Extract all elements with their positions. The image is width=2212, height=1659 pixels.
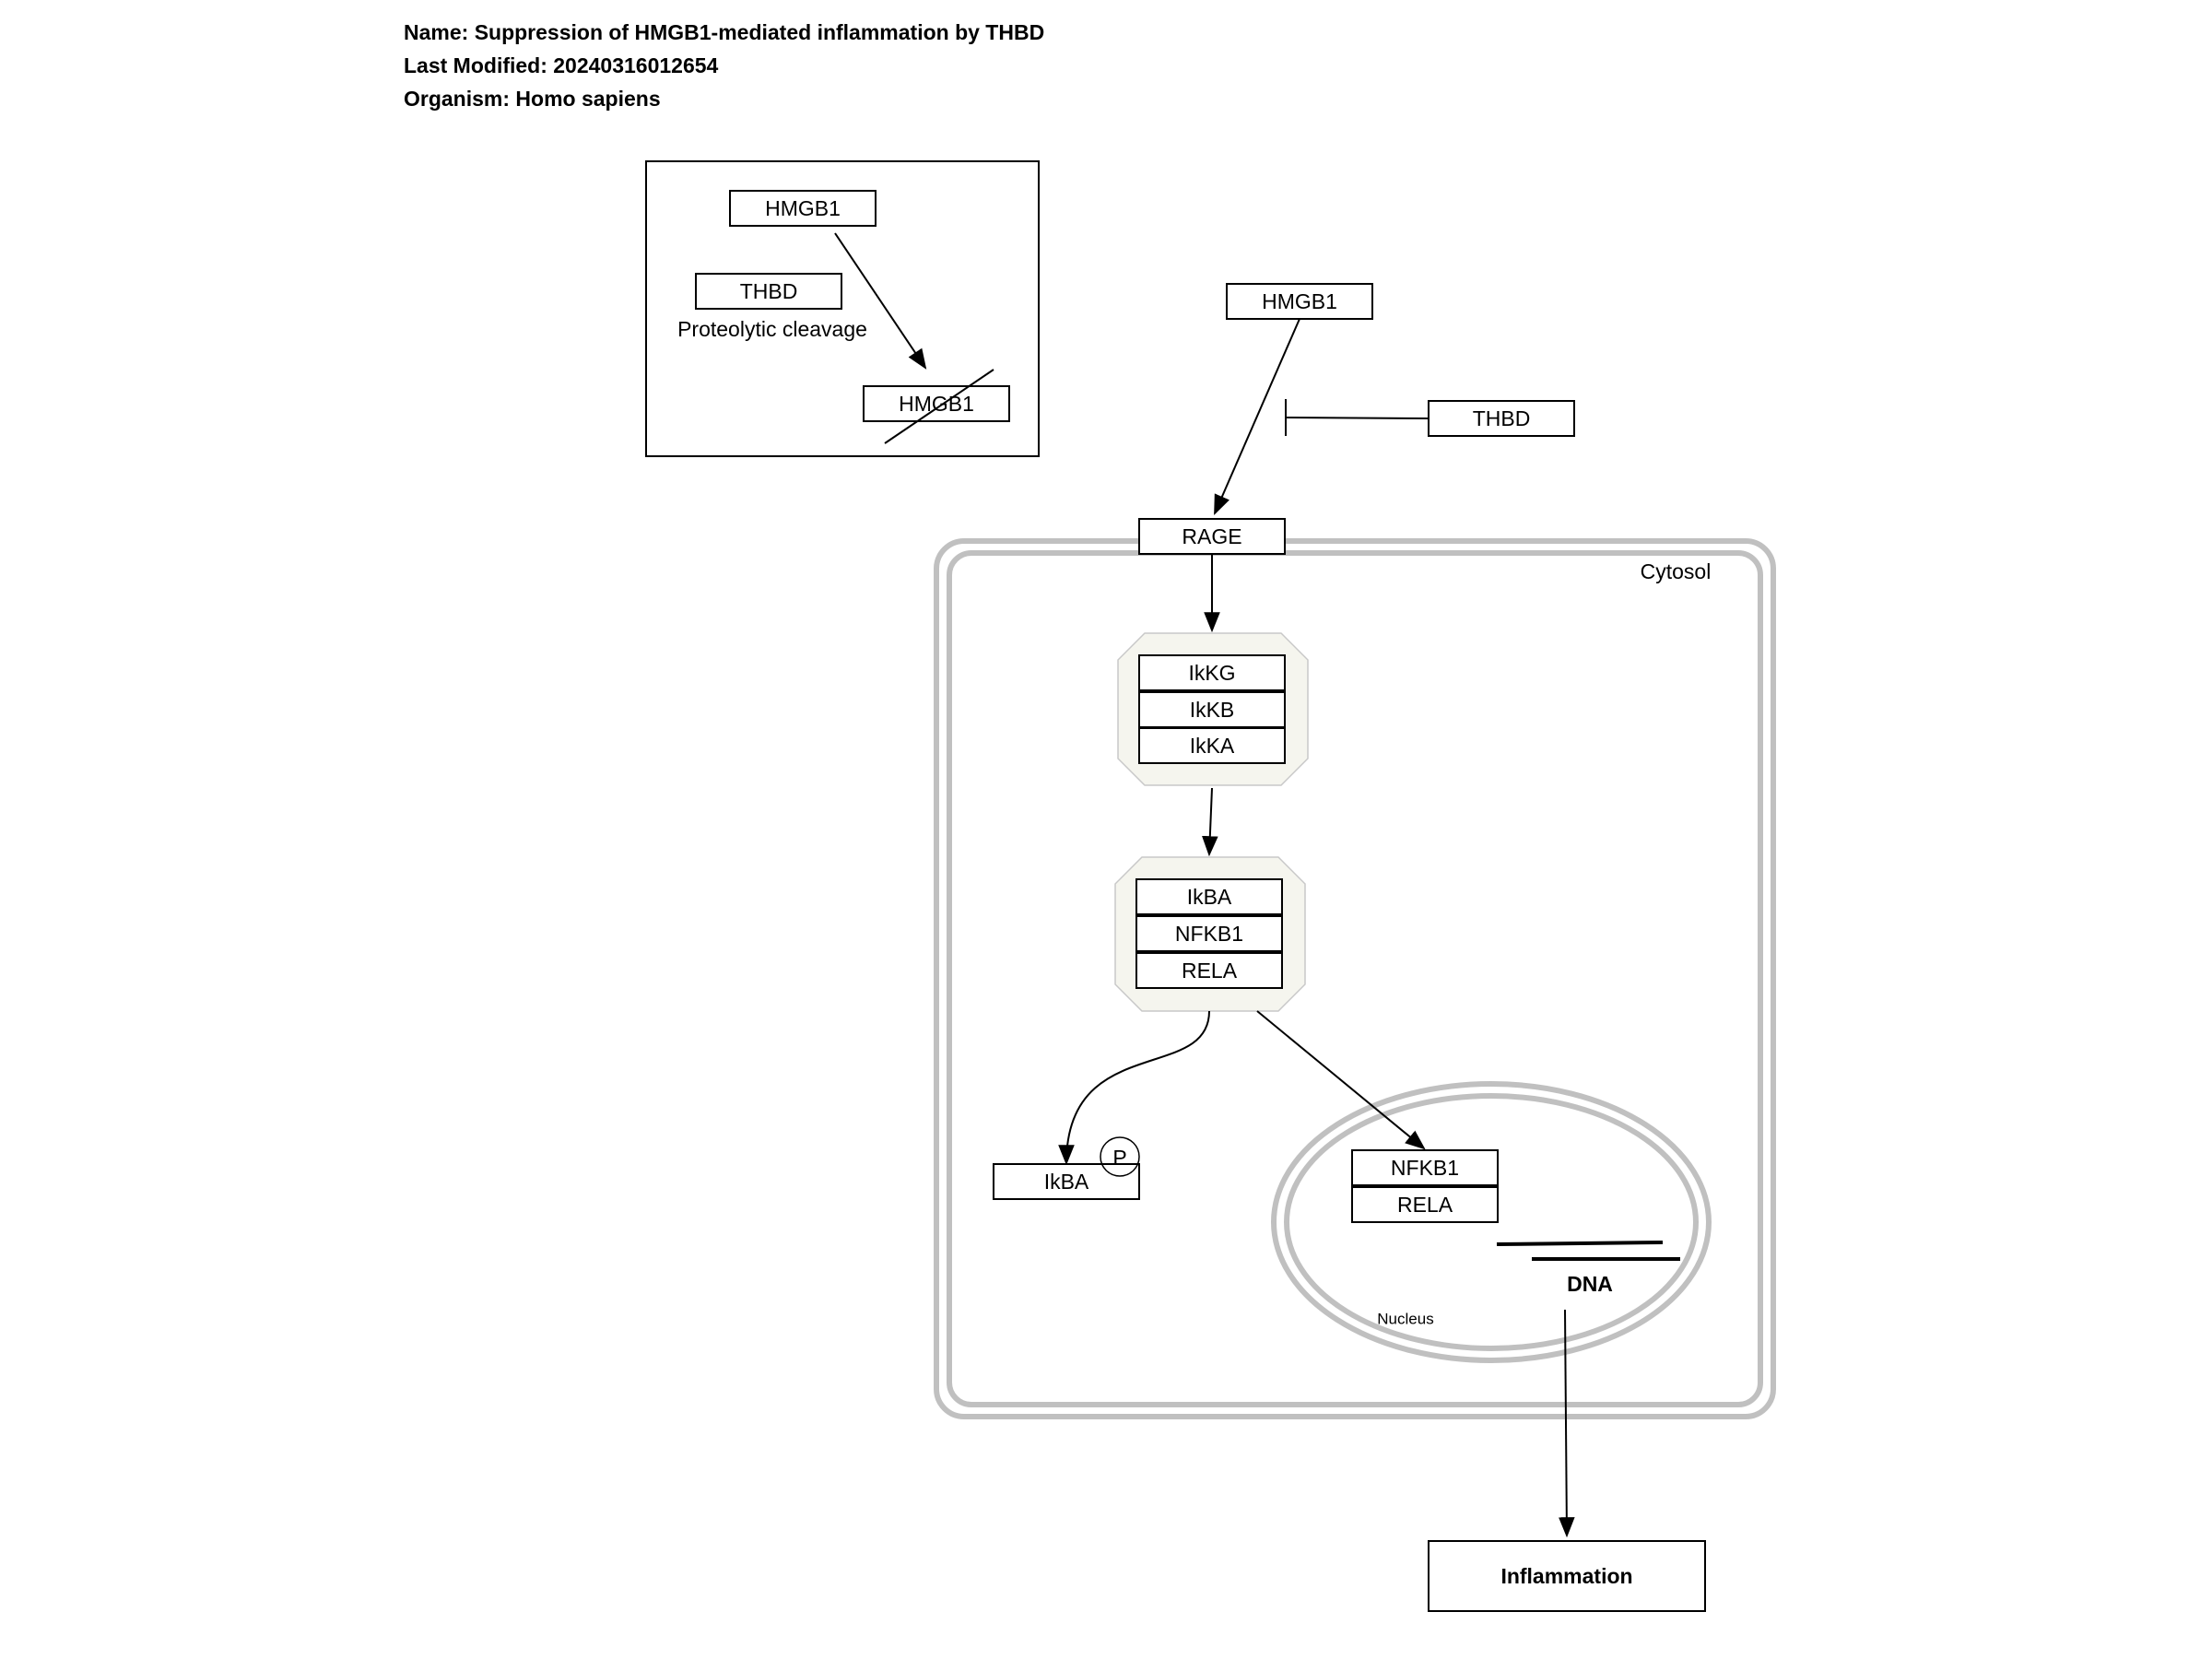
thbd-inhibition-line — [1285, 399, 1430, 436]
phosphorylation-site: P — [1100, 1136, 1140, 1177]
ikkb-label: IkKB — [1190, 698, 1235, 722]
inflammation-node[interactable]: Inflammation — [1428, 1540, 1706, 1612]
dna-to-inflammation-arrow — [1559, 1309, 1575, 1538]
legend-thbd-node[interactable]: THBD — [695, 273, 842, 310]
strike-through-line — [884, 369, 994, 444]
hmgb1-to-rage-arrow — [1214, 318, 1300, 516]
phospho-label: P — [1112, 1146, 1126, 1170]
ikka-label: IkKA — [1190, 734, 1235, 758]
nuclear-nfkb1-label: NFKB1 — [1391, 1156, 1459, 1180]
legend-hmgb1-cleaved-label: HMGB1 — [899, 392, 974, 416]
hmgb1-label: HMGB1 — [1262, 289, 1337, 313]
thbd-node[interactable]: THBD — [1428, 400, 1575, 437]
last-modified: Last Modified: 20240316012654 — [404, 53, 719, 77]
ikba-p-label: IkBA — [1044, 1170, 1089, 1194]
nucleus-compartment: Nucleus — [1271, 1081, 1712, 1363]
pathway-name: Name: Suppression of HMGB1-mediated infl… — [404, 20, 1045, 44]
dna-label: DNA — [1567, 1272, 1613, 1296]
hmgb1-node[interactable]: HMGB1 — [1226, 283, 1373, 320]
ikkg-label: IkKG — [1188, 661, 1235, 685]
thbd-label: THBD — [1473, 406, 1531, 430]
complex-to-nucleus-arrow — [1256, 1010, 1426, 1150]
legend-hmgb1-node[interactable]: HMGB1 — [729, 190, 877, 227]
inflammation-label: Inflammation — [1500, 1564, 1632, 1588]
cytosol-label: Cytosol — [1641, 559, 1712, 583]
complex-rela-label: RELA — [1182, 959, 1238, 982]
legend-cleavage-label: Proteolytic cleavage — [677, 317, 867, 341]
complex-to-ikba-p-arrow — [1058, 1010, 1210, 1166]
ikba-nfkb-complex[interactable]: IkBA NFKB1 RELA — [1114, 856, 1306, 1012]
ikk-complex[interactable]: IkKG IkKB IkKA — [1117, 632, 1309, 786]
cytosol-compartment: Cytosol — [934, 538, 1776, 1419]
nuclear-nfkb-complex[interactable]: NFKB1 RELA — [1351, 1149, 1499, 1223]
legend-hmgb1-label: HMGB1 — [765, 196, 841, 220]
dna-node[interactable]: DNA — [1496, 1241, 1680, 1296]
rage-node[interactable]: RAGE — [1138, 518, 1286, 555]
rage-label: RAGE — [1182, 524, 1241, 548]
ikk-to-nfkb-arrow — [1202, 787, 1218, 857]
legend-hmgb1-cleaved-node[interactable]: HMGB1 — [863, 369, 1010, 444]
dna-strand-top — [1496, 1241, 1664, 1246]
legend-cleavage-arrow — [834, 232, 927, 370]
legend-thbd-label: THBD — [740, 279, 798, 303]
nuclear-rela-label: RELA — [1397, 1193, 1453, 1217]
complex-nfkb1-label: NFKB1 — [1175, 922, 1243, 946]
ikba-phospho-node[interactable]: IkBA P — [993, 1136, 1140, 1200]
complex-ikba-label: IkBA — [1187, 885, 1232, 909]
legend-box: HMGB1 THBD Proteolytic cleavage HMGB1 — [645, 160, 1040, 457]
organism: Organism: Homo sapiens — [404, 87, 661, 111]
nucleus-label: Nucleus — [1377, 1311, 1433, 1328]
